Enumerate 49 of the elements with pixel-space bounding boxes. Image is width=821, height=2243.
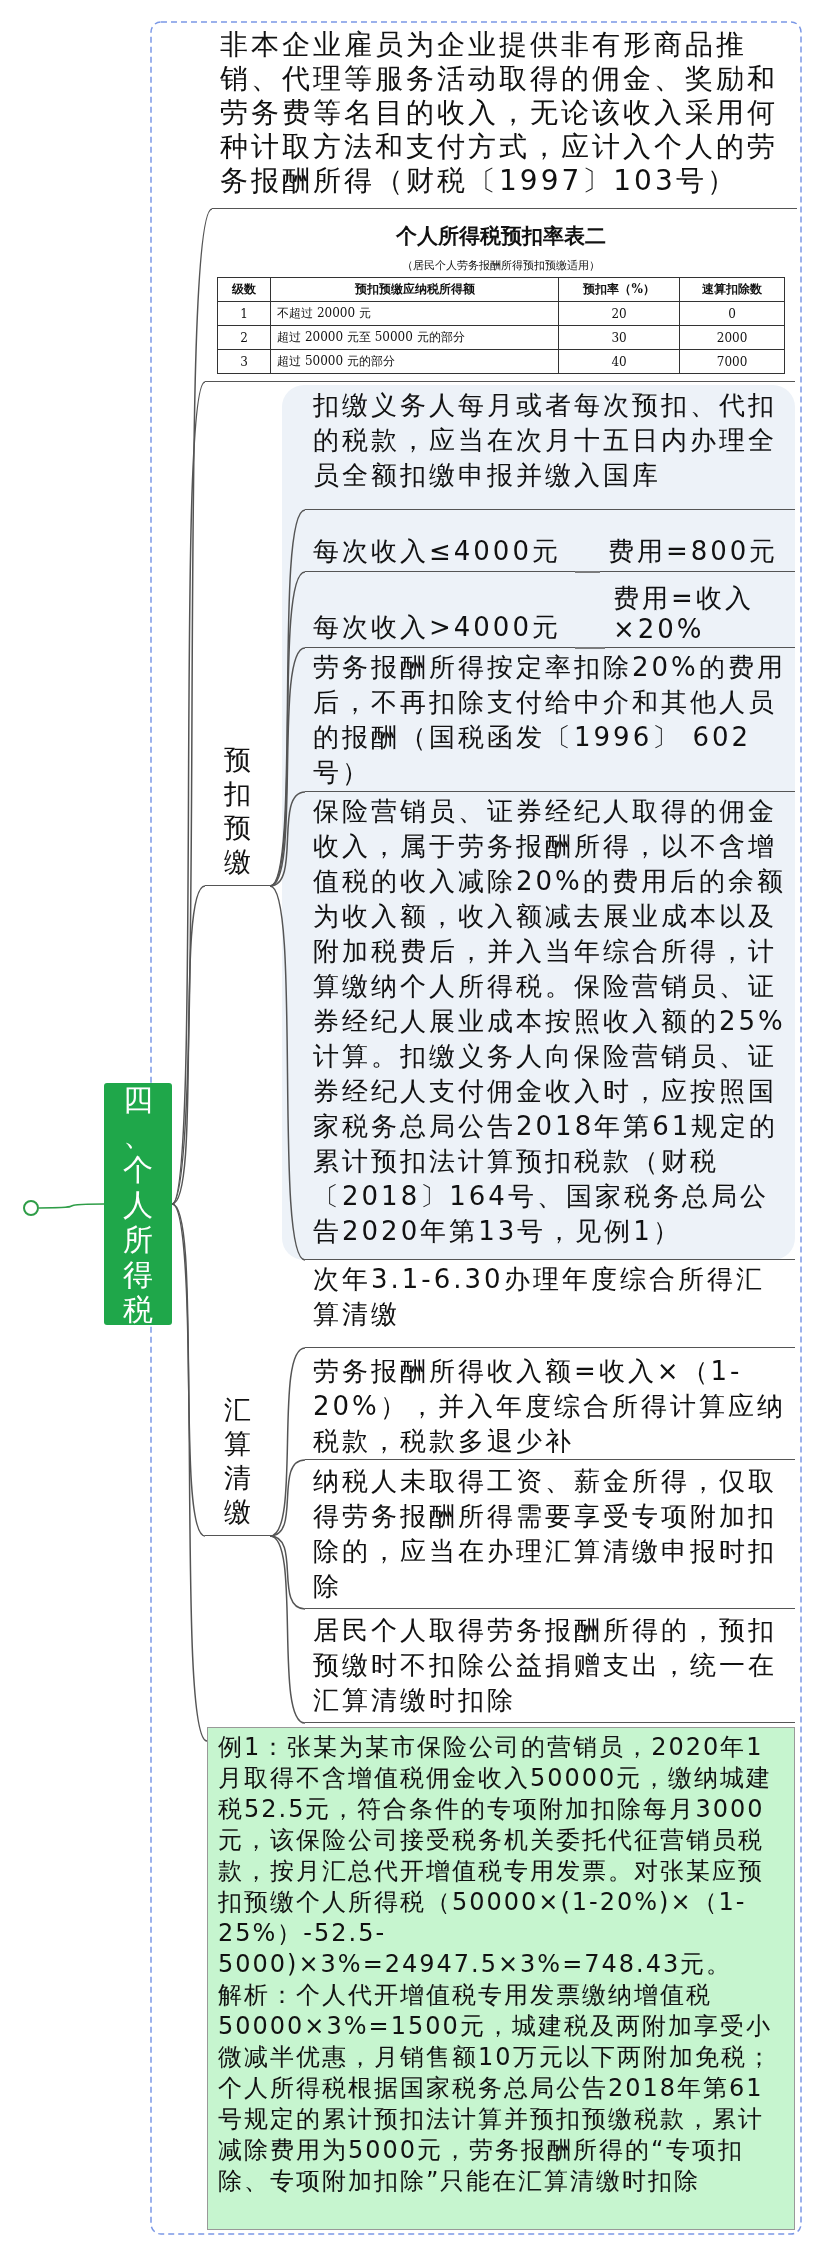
connector-line [574,647,606,649]
table-cell: 7000 [679,349,785,374]
collapse-circle [23,1200,39,1216]
topic-box: 四、个人所得税 [104,1083,172,1325]
connector-line [269,1535,306,1610]
branch-text: 费用=800元 [600,512,795,572]
table-header-cell: 预扣预缴应纳税所得额 [270,277,559,302]
table-cell: 超过 20000 元至 50000 元的部分 [270,325,559,350]
table-subtitle: （居民个人劳务报酬所得预扣预缴适用） [401,258,601,273]
connector-line [269,571,306,887]
table-cell: 1 [217,301,271,326]
connector-line [171,1203,208,1742]
connector-line [171,381,206,1205]
table-cell: 2000 [679,325,785,350]
table-cell: 30 [558,325,680,350]
branch-text: 保险营销员、证券经纪人取得的佣金收入，属于劳务报酬所得，以不含增值税的收入减除20%的费用后的余额为收入额，收入额减去展业成本以及附加税费后，并入当年综合所得，计算缴纳个人所得税。保险营销员、证券经纪人展业成本按照收入额的25%计算。扣缴义务人向保险营销员、证券经纪人支付佣金收入时，应按照国家税务总局公告2018年第61规定的累计预扣法计算预扣税款（财税〔2018〕164号、国家税务总局公告2020年第13号，见例1） [305,794,795,1260]
table-header-cell: 速算扣除数 [679,277,785,302]
branch-text: 每次收入>4000元 [305,574,575,648]
branch-text: 费用=收入×20% [605,574,795,648]
branch-text: 次年3.1-6.30办理年度综合所得汇算清缴 [305,1262,795,1348]
branch-text: 劳务报酬所得按定率扣除20%的费用后，不再扣除支付给中介和其他人员的报酬（国税函发〔1996〕 602号） [305,650,795,792]
example-box [207,1727,795,2230]
branch-text: 每次收入≤4000元 [305,512,575,572]
branch-label: 预扣预缴 [205,740,270,886]
table-cell: 不超过 20000 元 [270,301,559,326]
table-cell: 0 [679,301,785,326]
connector-line [269,1535,306,1724]
connector-line [269,885,306,1261]
table-header-cell: 预扣率（%） [558,277,680,302]
connector-line [269,1459,306,1537]
table-cell: 超过 50000 元的部分 [270,349,559,374]
table-cell: 3 [217,349,271,374]
table-title: 个人所得税预扣率表二 [395,223,607,250]
branch-text: 纳税人未取得工资、薪金所得，仅取得劳务报酬所得需要享受专项附加扣除的，应当在办理汇算清缴申报时扣除 [305,1464,795,1609]
connector-line [574,571,601,573]
table-cell: 40 [558,349,680,374]
branch-text: 劳务报酬所得收入额=收入×（1-20%），并入年度综合所得计算应纳税款，税款多退少补 [305,1354,795,1460]
connector-line [171,885,206,1205]
branch-text: 居民个人取得劳务报酬所得的，预扣预缴时不扣除公益捐赠支出，统一在汇算清缴时扣除 [305,1613,795,1723]
table-cell: 2 [217,325,271,350]
branch-label: 汇算清缴 [205,1345,270,1536]
connector-line [269,791,306,887]
table-header-cell: 级数 [217,277,271,302]
branch-text: 非本企业雇员为企业提供非有形商品推销、代理等服务活动取得的佣金、奖励和劳务费等名目的收入，无论该收入采用何种计取方法和支付方式，应计入个人的劳务报酬所得（财税〔1997〕103号） [212,28,797,209]
example-paragraph: 解析：个人代开增值税专用发票缴纳增值税50000×3%=1500元，城建税及两附加享受小微减半优惠，月销售额10万元以下两附加免税；个人所得税根据国家税务总局公告2018年第61号规定的累计预扣法计算并预扣预缴税款，累计减除费用为5000元，劳务报酬所得的“专项扣除、专项附加扣除”只能在汇算清缴时扣除 [218,1980,774,2197]
connector-line [38,1203,105,1209]
table-cell: 20 [558,301,680,326]
example-paragraph: 例1：张某为某市保险公司的营销员，2020年1月取得不含增值税佣金收入50000元，缴纳城建税52.5元，符合条件的专项附加扣除每月3000元，该保险公司接受税务机关委托代征营销员税款，按月汇总代开增值税专用发票。对张某应预扣预缴个人所得税（50000×(1-20%)×（1-25%）-52.5-5000)×3%=24947.5×3%=748.43元。 [218,1732,774,1980]
branch-text: 扣缴义务人每月或者每次预扣、代扣的税款，应当在次月十五日内办理全员全额扣缴申报并缴入国库 [305,388,795,510]
